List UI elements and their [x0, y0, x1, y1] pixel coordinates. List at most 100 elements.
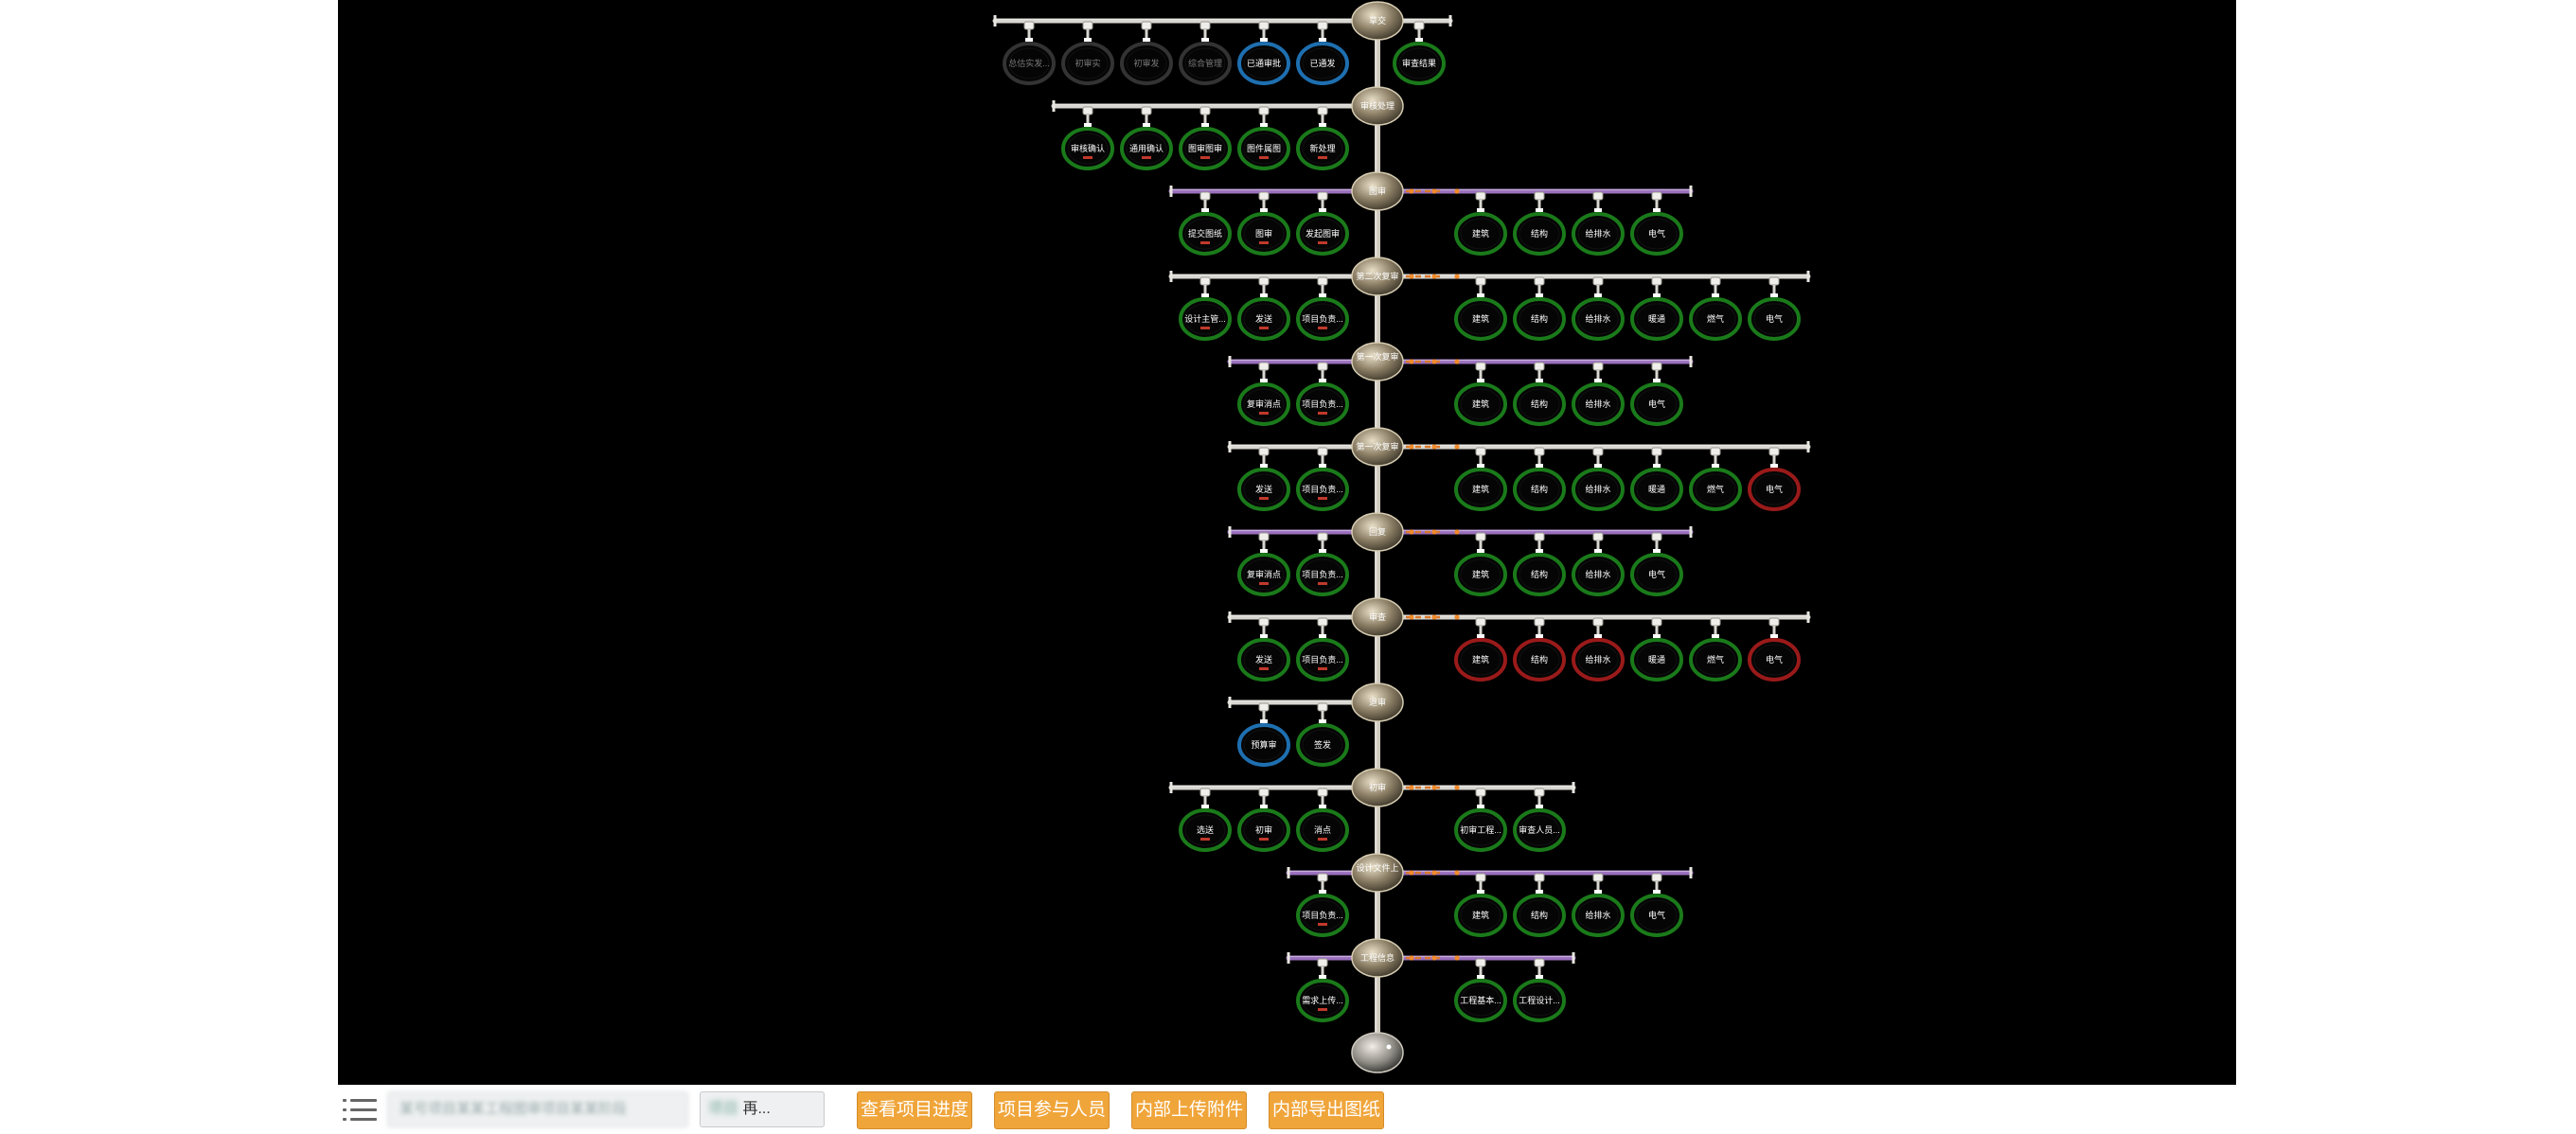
valve-body — [1023, 21, 1035, 30]
stage-hub-body — [1351, 682, 1404, 722]
valve-flange — [1536, 634, 1543, 638]
export-drawings-button[interactable]: 内部导出图纸 — [1269, 1091, 1384, 1129]
valve-icon — [1592, 873, 1604, 894]
task-node: 给排水 — [1572, 212, 1625, 256]
task-node-ring — [1748, 297, 1801, 341]
breadcrumb: 某号项目某某工程图审项目某某阶段 — [387, 1091, 688, 1127]
valve-stem — [1596, 455, 1600, 468]
task-node-ring — [1237, 553, 1290, 596]
task-node-label: 项目负责... — [1302, 910, 1343, 920]
task-node-inner — [1184, 218, 1226, 250]
valve-body — [1475, 276, 1486, 286]
task-node-inner — [1302, 473, 1343, 505]
valve-flange — [1536, 549, 1543, 553]
tab-current-project[interactable]: 项目 再... — [700, 1091, 825, 1127]
task-node-inner — [1519, 558, 1560, 591]
valve-stem — [1262, 200, 1266, 212]
valve-body — [1199, 788, 1211, 797]
valve-flange — [1260, 123, 1268, 127]
valve-stem — [1321, 966, 1324, 979]
task-node: 电气 — [1630, 553, 1683, 596]
task-node-inner — [1008, 47, 1050, 80]
valve-icon — [1651, 362, 1662, 382]
valve-body — [1592, 191, 1604, 201]
task-node-label: 暖通 — [1648, 313, 1665, 324]
task-node-inner — [1519, 388, 1560, 420]
task-node-label: 电气 — [1648, 569, 1665, 579]
valve-stem — [1655, 626, 1659, 638]
task-node-label: 燃气 — [1707, 654, 1724, 664]
task-node-ring — [1296, 553, 1349, 596]
upload-attachment-button[interactable]: 内部上传附件 — [1131, 1091, 1247, 1129]
task-node-inner — [1636, 473, 1678, 505]
valve-body — [1475, 191, 1486, 201]
task-node: 通用确认 — [1120, 127, 1173, 170]
valve-icon — [1082, 106, 1093, 127]
valve-flange — [1319, 549, 1326, 553]
task-node-inner — [1519, 814, 1560, 846]
task-node-label: 燃气 — [1707, 313, 1724, 324]
task-node-label: 给排水 — [1585, 569, 1610, 579]
task-node-inner — [1753, 644, 1795, 676]
task-node-ring — [1237, 382, 1290, 426]
valve-flange — [1653, 379, 1661, 382]
valve-flange — [1594, 379, 1602, 382]
task-node-label: 预算审 — [1251, 739, 1276, 750]
valve-stem — [1479, 966, 1483, 979]
task-node-label: 审核确认 — [1071, 143, 1105, 153]
valve-icon — [1768, 276, 1780, 297]
task-node: 消点 — [1296, 808, 1349, 852]
flow-dot — [1454, 444, 1460, 450]
valve-icon — [1651, 276, 1662, 297]
task-node: 结构 — [1513, 553, 1566, 596]
flow-dot — [1409, 529, 1414, 535]
task-node-label: 电气 — [1766, 654, 1783, 664]
participants-button[interactable]: 项目参与人员 — [994, 1091, 1110, 1129]
view-progress-button[interactable]: 查看项目进度 — [857, 1091, 972, 1129]
task-node-label: 发送 — [1255, 484, 1272, 494]
valve-flange — [1770, 634, 1778, 638]
task-node: 给排水 — [1572, 468, 1625, 511]
valve-body — [1651, 447, 1662, 456]
valve-icon — [1258, 447, 1270, 468]
task-node: 选送 — [1179, 808, 1232, 852]
stage-hub: 第一次复审 — [1351, 342, 1404, 381]
valve-icon — [1023, 21, 1035, 42]
valve-icon — [1258, 617, 1270, 638]
task-node: 给排水 — [1572, 894, 1625, 937]
stage-hub: 审查 — [1351, 597, 1404, 637]
task-node-inner — [1067, 47, 1109, 80]
task-node-inner — [1636, 644, 1678, 676]
valve-flange — [1319, 379, 1326, 382]
valve-icon — [1651, 191, 1662, 212]
valve-stem — [1321, 540, 1324, 553]
task-node-inner — [1184, 47, 1226, 80]
task-node-ring — [1296, 979, 1349, 1022]
task-node: 电气 — [1748, 468, 1801, 511]
valve-icon — [1534, 958, 1545, 979]
task-node-label: 项目负责... — [1302, 569, 1343, 579]
stage-hub-body — [1351, 257, 1404, 296]
valve-stem — [1596, 285, 1600, 297]
valve-body — [1592, 362, 1604, 371]
task-node-ring — [1513, 979, 1566, 1022]
valve-flange — [1653, 293, 1661, 297]
bottom-toolbar: 某号项目某某工程图审项目某某阶段 项目 再... 查看项目进度 项目参与人员 内… — [338, 1085, 2236, 1134]
task-node-label: 电气 — [1648, 399, 1665, 409]
valve-body — [1258, 191, 1270, 201]
valve-body — [1475, 873, 1486, 882]
task-node-inner — [1243, 558, 1285, 591]
valve-flange — [1319, 719, 1326, 723]
valve-body — [1317, 873, 1328, 882]
task-node: 图审图审 — [1179, 127, 1232, 170]
flow-dot — [1409, 785, 1414, 790]
task-node-label: 给排水 — [1585, 313, 1610, 324]
valve-flange — [1594, 464, 1602, 468]
flow-dot — [1409, 359, 1414, 364]
task-node-flag — [1259, 412, 1269, 415]
menu-list-icon[interactable] — [343, 1096, 377, 1125]
task-node: 初审发 — [1120, 42, 1173, 85]
valve-body — [1534, 276, 1545, 286]
valve-body — [1317, 617, 1328, 627]
task-node-label: 电气 — [1766, 313, 1783, 324]
